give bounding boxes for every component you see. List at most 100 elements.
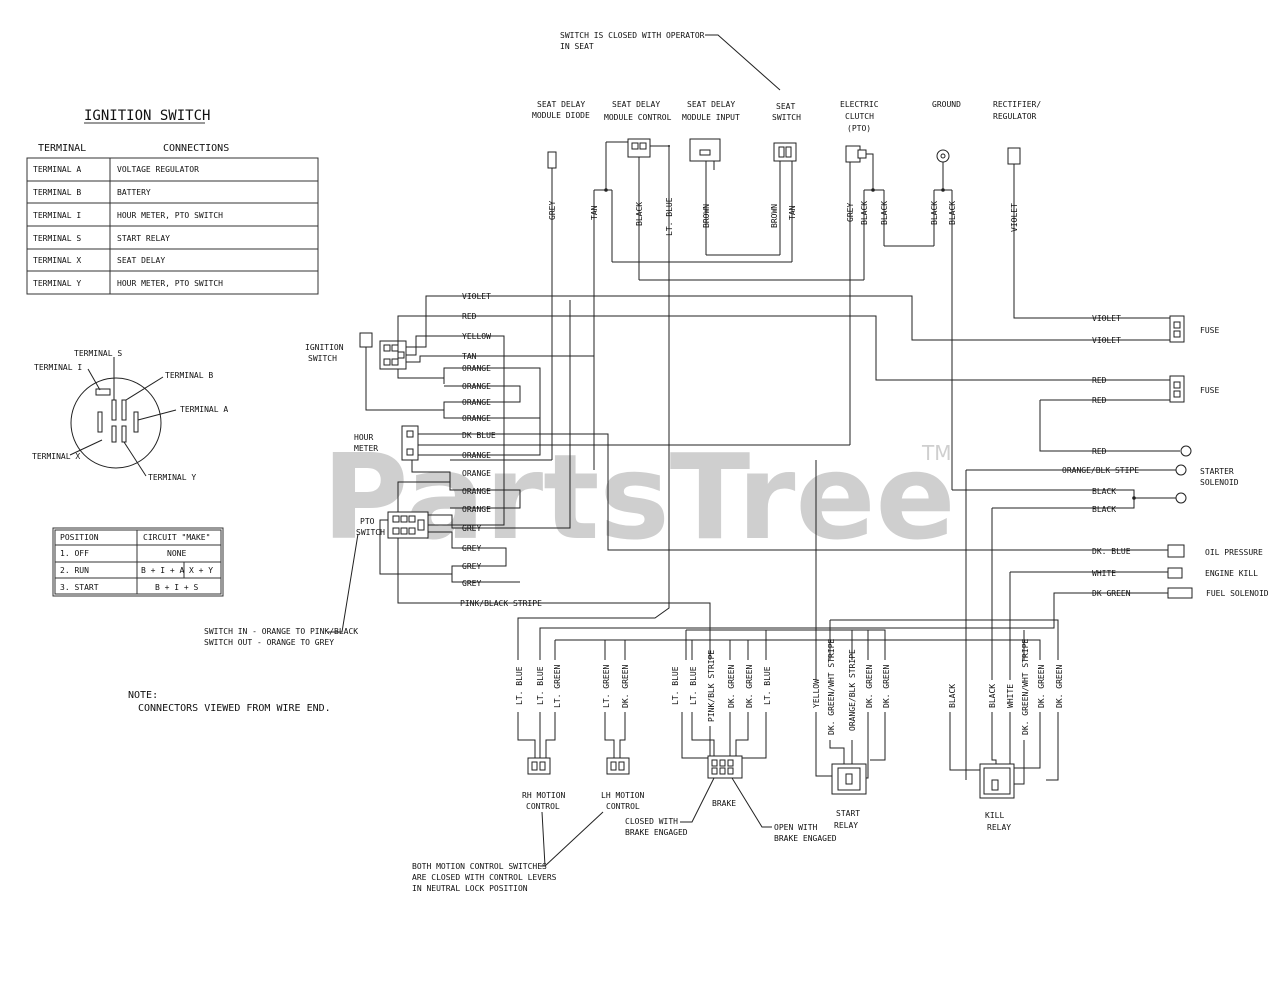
terminal-b-blade <box>121 399 127 421</box>
bottom-harness <box>554 460 1059 680</box>
seat-ctrl-label-2: MODULE CONTROL <box>604 113 672 122</box>
ign-row-connection: VOLTAGE REGULATOR <box>117 165 199 174</box>
pto-switch-label-2: SWITCH <box>356 528 385 537</box>
circ-run-b: X + Y <box>189 566 213 575</box>
wire-label: BLACK <box>930 201 939 225</box>
wire-label: LT. BLUE <box>515 666 524 705</box>
fuse-2 <box>1169 375 1185 403</box>
ign-row-terminal: TERMINAL I <box>33 211 81 220</box>
clutch-label-1: ELECTRIC <box>840 100 879 109</box>
top-wires <box>551 141 1170 600</box>
ignition-terminal-face: TERMINAL S TERMINAL I TERMINAL B TERMINA… <box>32 349 228 482</box>
wire-label: LT. BLUE <box>689 666 698 705</box>
hour-meter-connector: HOUR METER <box>354 425 419 461</box>
ign-switch-label-2: SWITCH <box>308 354 337 363</box>
wire-label: ORANGE/BLK STRIPE <box>848 649 857 731</box>
watermark: PartsTree <box>322 428 956 566</box>
fuel-solenoid-label: FUEL SOLENOID <box>1206 589 1269 598</box>
label-terminal-a: TERMINAL A <box>180 405 228 414</box>
seat-input-label-2: MODULE INPUT <box>682 113 740 122</box>
clutch-label-3: (PTO) <box>847 124 871 133</box>
wire-label: TAN <box>590 205 599 220</box>
brake-open-line-1: OPEN WITH <box>774 823 818 832</box>
seat-switch-connector <box>773 142 797 162</box>
seat-diode-label-1: SEAT DELAY <box>537 100 585 109</box>
circ-run-a: B + I + A <box>141 566 185 575</box>
watermark-tm: TM <box>921 441 951 465</box>
wire-label: DK. GREEN <box>1037 664 1046 708</box>
seat-ctrl-label-1: SEAT DELAY <box>612 100 660 109</box>
seat-input-label-1: SEAT DELAY <box>687 100 735 109</box>
battery-eyelet <box>1180 445 1192 457</box>
wire-label: VIOLET <box>462 292 491 301</box>
pto-note-line-2: SWITCH OUT - ORANGE TO GREY <box>204 638 334 647</box>
pto-switch-connector: PTO SWITCH <box>356 511 429 539</box>
wire-label: LT. GREEN <box>602 664 611 708</box>
ignition-switch-table: IGNITION SWITCH TERMINAL CONNECTIONS TER… <box>26 108 319 295</box>
wire-label: GREY <box>548 201 557 220</box>
wire-label: BLACK <box>988 684 997 708</box>
fuse-1 <box>1169 315 1185 343</box>
ignition-switch-connector: IGNITION SWITCH <box>305 332 407 370</box>
label-terminal-i: TERMINAL I <box>34 363 82 372</box>
wire-label: VIOLET <box>1092 336 1121 345</box>
position-table: POSITION CIRCUIT "MAKE" 1. OFF NONE 2. R… <box>52 527 224 597</box>
rh-motion-label-2: CONTROL <box>526 802 560 811</box>
wire-label: LT. BLUE <box>536 666 545 705</box>
rectifier-connector <box>1007 147 1021 165</box>
terminal-y-blade <box>121 425 127 443</box>
wire-label: YELLOW <box>462 332 491 341</box>
wire-label: ORANGE <box>462 451 491 460</box>
label-terminal-y: TERMINAL Y <box>148 473 196 482</box>
seat-switch-label-1: SEAT <box>776 102 795 111</box>
fuel-solenoid-connector <box>1167 587 1193 599</box>
rh-motion-connector <box>527 757 551 775</box>
starter-eyelet-2 <box>1175 492 1187 504</box>
ign-row-terminal: TERMINAL S <box>33 234 81 243</box>
ground-label: GROUND <box>932 100 961 109</box>
start-relay-label-2: RELAY <box>834 821 858 830</box>
wire-label: RED <box>1092 376 1107 385</box>
seat-ctrl-connector <box>627 138 651 158</box>
clutch-label-2: CLUTCH <box>845 112 874 121</box>
brake-label: BRAKE <box>712 799 736 808</box>
start-relay-label-1: START <box>836 809 860 818</box>
seat-note-line-2: IN SEAT <box>560 42 594 51</box>
wire-label: DK. BLUE <box>1092 547 1131 556</box>
pto-note-line-1: SWITCH IN - ORANGE TO PINK/BLACK <box>204 627 358 636</box>
wire-label: BLACK <box>948 684 957 708</box>
pos-off: 1. OFF <box>60 549 89 558</box>
brake-closed-line-1: CLOSED WITH <box>625 817 678 826</box>
terminal-i-blade <box>95 388 111 396</box>
label-terminal-s: TERMINAL S <box>74 349 122 358</box>
ignition-table-title: IGNITION SWITCH <box>84 108 210 124</box>
label-terminal-b: TERMINAL B <box>165 371 213 380</box>
oil-pressure-connector <box>1167 544 1185 558</box>
right-wire-labels: VIOLET VIOLET RED RED RED ORANGE/BLK STI… <box>1062 314 1139 598</box>
oil-pressure-label: OIL PRESSURE <box>1205 548 1263 557</box>
starter-label-1: STARTER <box>1200 467 1234 476</box>
terminal-s-blade <box>111 399 117 421</box>
wire-label: YELLOW <box>812 679 821 708</box>
rectifier-label-2: REGULATOR <box>993 112 1037 121</box>
label-terminal-x: TERMINAL X <box>32 452 80 461</box>
ign-row-connection: SEAT DELAY <box>117 256 165 265</box>
lh-motion-connector <box>606 757 630 775</box>
wire-label: PINK/BLACK STRIPE <box>460 599 542 608</box>
wire-label: BLACK <box>635 202 644 226</box>
brake-closed-line-2: BRAKE ENGAGED <box>625 828 688 837</box>
terminal-a-blade <box>133 411 139 433</box>
wire-label: VIOLET <box>1010 203 1019 232</box>
left-harness-wires <box>365 295 1170 660</box>
wire-label: VIOLET <box>1092 314 1121 323</box>
hour-meter-label-1: HOUR <box>354 433 373 442</box>
right-components: FUSE FUSE STARTER SOLENOID OIL PRESSURE … <box>1167 315 1269 599</box>
wire-label: LT. BLUE <box>763 666 772 705</box>
pto-switch-label-1: PTO <box>360 517 375 526</box>
wire-label: BROWN <box>702 204 711 228</box>
bottom-wire-labels: LT. BLUE LT. BLUE LT. GREEN LT. GREEN DK… <box>515 638 1064 735</box>
wire-label: DK. GREEN <box>727 664 736 708</box>
bottom-components: RH MOTION CONTROL LH MOTION CONTROL BRAK… <box>517 712 1059 832</box>
motion-note-line-2: ARE CLOSED WITH CONTROL LEVERS <box>412 873 557 882</box>
